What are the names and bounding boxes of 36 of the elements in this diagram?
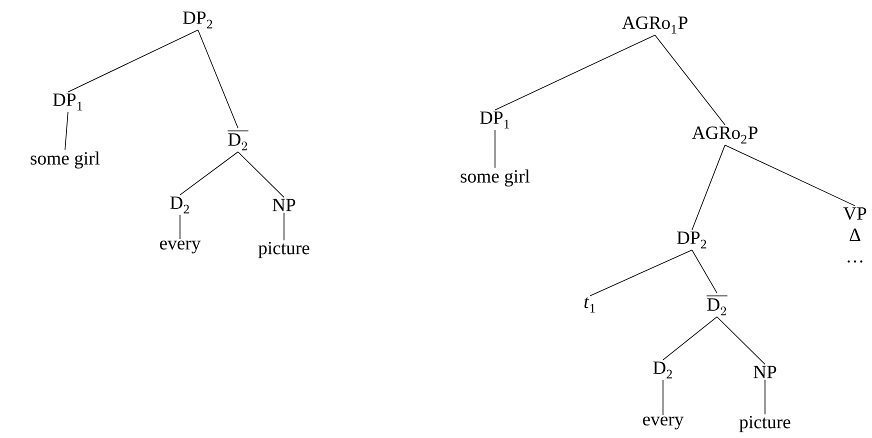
category-label: NP <box>754 366 776 378</box>
word-label: some girl <box>30 152 100 168</box>
category-label: NP <box>272 198 296 212</box>
tree-branch <box>494 34 656 110</box>
word-label: picture <box>739 416 790 432</box>
tree-branch <box>654 34 726 126</box>
category-label: DP$_{2}$ <box>183 12 212 28</box>
category-label: $\overline{\mathrm{D}_{2}}$ <box>706 296 728 316</box>
tree-branch <box>662 316 718 360</box>
tree-branch <box>724 144 856 206</box>
category-label: $\overline{\mathrm{D}_{2}}$ <box>228 130 248 150</box>
tree-branch <box>692 144 726 230</box>
category-label: DP$_{1}$ <box>53 94 82 110</box>
tree-branch <box>590 250 692 296</box>
category-label: D$_{2}$ <box>653 362 672 378</box>
tree-branch <box>68 30 198 92</box>
category-label: AGRo$_{1}$P <box>622 16 688 34</box>
word-label: t$_{1}$ <box>584 297 595 313</box>
tree-branch <box>692 250 718 294</box>
tree-branch <box>494 130 496 168</box>
tree-branch <box>64 112 68 150</box>
category-label: D$_{2}$ <box>170 196 189 214</box>
tree-branch <box>716 316 766 365</box>
tree-branch <box>180 151 238 196</box>
word-label: every <box>160 240 201 254</box>
tree-branch <box>238 151 284 198</box>
category-label: DP$_{2}$ <box>677 232 706 248</box>
word-label: some girl <box>460 170 530 186</box>
category-label: AGRo$_{2}$P <box>692 126 758 144</box>
tree-branch <box>198 30 238 129</box>
tree-branch <box>764 379 766 415</box>
tree-branch <box>662 380 664 416</box>
category-label: DP$_{1}$ <box>480 112 510 128</box>
word-label: VP Δ … <box>843 207 866 263</box>
word-label: picture <box>258 242 310 258</box>
word-label: every <box>643 416 684 430</box>
